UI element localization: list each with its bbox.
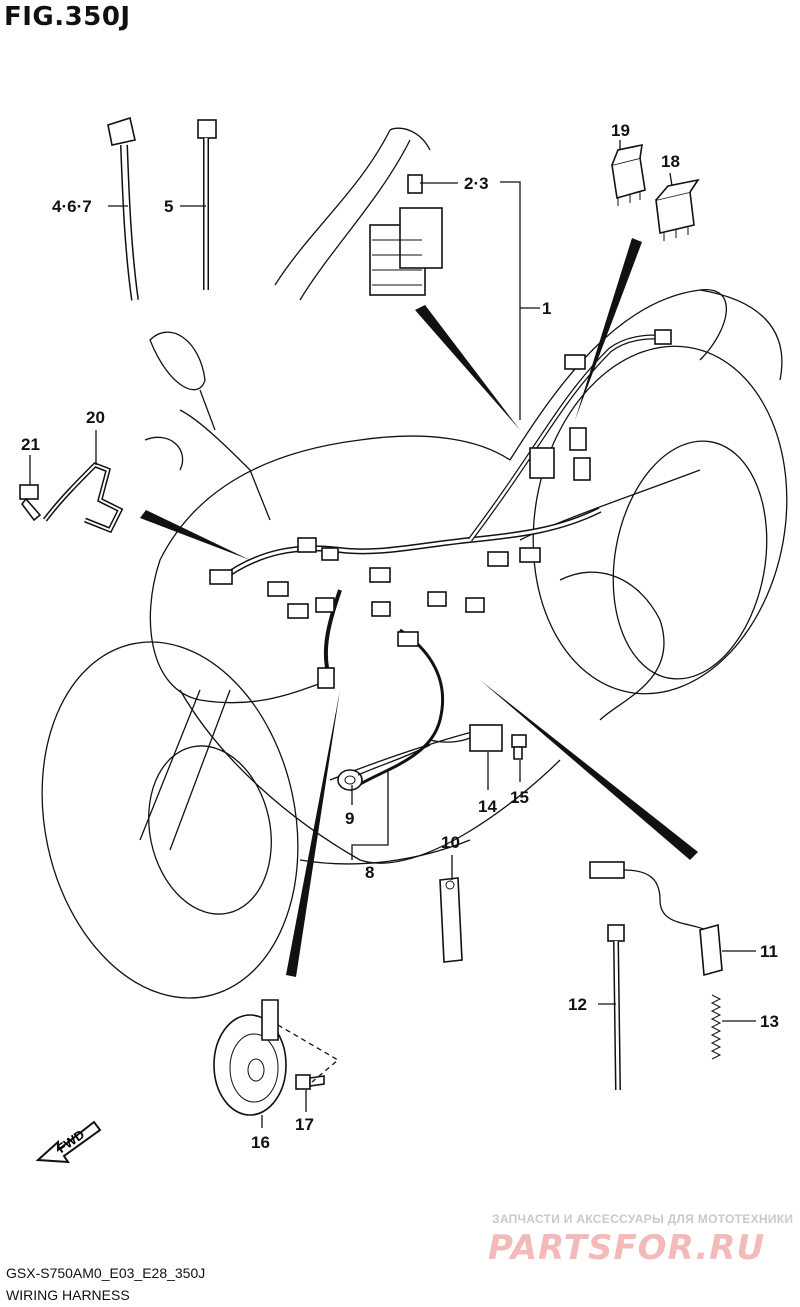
callout-9: 9 [345, 809, 354, 828]
main-wiring-harness [209, 329, 672, 792]
cable-tie-5 [197, 119, 217, 290]
relay-19 [611, 143, 646, 206]
sensor-14 [429, 724, 503, 752]
callout-4-6-7: 4·6·7 [52, 197, 92, 216]
callout-19: 19 [611, 121, 630, 140]
bolt-15 [511, 734, 527, 760]
bracket-20 [43, 462, 124, 534]
watermark-tagline: ЗАПЧАСТИ И АКСЕССУАРЫ ДЛЯ МОТОТЕХНИКИ [492, 1212, 794, 1226]
pointer-wedges [140, 238, 698, 977]
grommet-9 [337, 744, 431, 791]
figure-title: FIG.350J [4, 2, 131, 32]
callout-18: 18 [661, 152, 680, 171]
bolt-17 [295, 1074, 325, 1090]
callout-13: 13 [760, 1012, 779, 1031]
motorcycle-outline [41, 289, 788, 999]
callout-8: 8 [365, 863, 374, 882]
leader-lines [29, 140, 756, 1128]
callout-20: 20 [86, 408, 105, 427]
callout-14: 14 [478, 797, 497, 816]
callout-10: 10 [441, 833, 460, 852]
spring-13 [710, 994, 722, 1060]
callout-17: 17 [295, 1115, 314, 1134]
cable-tie-12 [607, 924, 625, 1091]
cable-tie-4-6-7 [107, 116, 139, 301]
callout-21: 21 [21, 435, 40, 454]
callout-5: 5 [164, 197, 173, 216]
figure-caption: WIRING HARNESS [6, 1287, 130, 1303]
callout-16: 16 [251, 1133, 270, 1152]
bracket-10 [439, 877, 463, 963]
bolt-21 [19, 484, 42, 522]
watermark-logo: PARTSFOR.RU [488, 1228, 766, 1268]
callout-12: 12 [568, 995, 587, 1014]
callout-15: 15 [510, 788, 529, 807]
callout-2-3: 2·3 [464, 174, 489, 193]
callout-1: 1 [542, 299, 551, 318]
forward-arrow-icon: FWD [35, 1120, 102, 1164]
sensor-lead-11 [589, 861, 723, 977]
model-code: GSX-S750AM0_E03_E28_350J [6, 1265, 206, 1281]
relay-18 [655, 178, 700, 241]
callout-11: 11 [760, 942, 778, 961]
fuse-box [274, 127, 443, 301]
callout-labels: 1 2·3 4·6·7 5 8 9 10 11 12 13 14 15 16 1… [21, 121, 779, 1152]
horn-16 [213, 999, 287, 1116]
